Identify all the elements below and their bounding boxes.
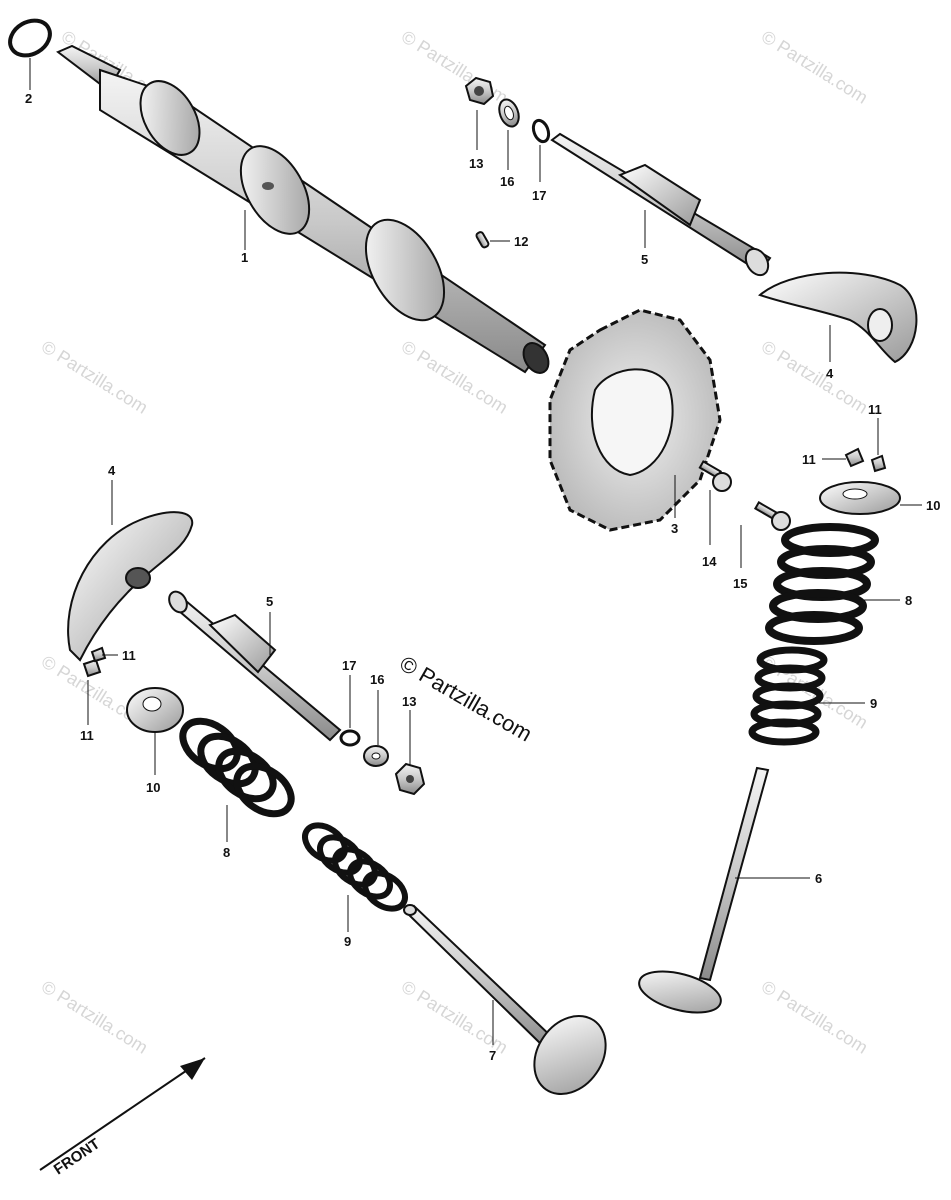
outer-valve-spring-part-left[interactable] <box>174 711 300 823</box>
watermark-text: © Partzilla.com <box>758 26 871 107</box>
front-direction-arrow: FRONT <box>39 1057 206 1178</box>
valve-cotter-part-right[interactable] <box>844 447 887 473</box>
camshaft-part[interactable] <box>56 44 554 377</box>
callout-5-left: 5 <box>266 594 273 609</box>
callout-10-left: 10 <box>146 780 160 795</box>
callout-labels: 2 1 13 16 17 12 5 4 11 11 10 3 14 15 8 9… <box>25 91 940 1063</box>
lock-washer-part-left[interactable] <box>339 729 361 747</box>
callout-8-right: 8 <box>905 593 912 608</box>
callout-11-left-upper: 11 <box>122 648 136 663</box>
bolt-part-14[interactable] <box>698 460 732 492</box>
rocker-arm-shaft-part-left[interactable] <box>166 588 342 742</box>
exhaust-valve-part[interactable] <box>635 766 770 1020</box>
valve-cotter-part-left[interactable] <box>82 646 107 678</box>
spring-retainer-part-left[interactable] <box>126 687 184 733</box>
callout-3: 3 <box>671 521 678 536</box>
callout-6: 6 <box>815 871 822 886</box>
cam-sprocket-part[interactable] <box>548 308 722 532</box>
watermark-text: © Partzilla.com <box>38 976 151 1057</box>
watermark-text: © Partzilla.com <box>758 336 871 417</box>
callout-11-right: 11 <box>802 452 816 467</box>
callout-16-top: 16 <box>500 174 514 189</box>
callout-13-left: 13 <box>402 694 416 709</box>
callout-17-top: 17 <box>532 188 546 203</box>
bolt-part-15[interactable] <box>753 501 791 531</box>
spring-retainer-part-right[interactable] <box>819 481 901 515</box>
callout-12: 12 <box>514 234 528 249</box>
rocker-arm-shaft-part-top[interactable] <box>550 132 773 279</box>
outer-valve-spring-part-right[interactable] <box>765 523 879 645</box>
inner-valve-spring-part-right[interactable] <box>748 646 828 746</box>
callout-11-top: 11 <box>868 402 882 417</box>
callout-8-left: 8 <box>223 845 230 860</box>
leader-lines <box>29 58 922 1045</box>
nut-part-left[interactable] <box>394 762 426 796</box>
callout-1: 1 <box>241 250 248 265</box>
callout-10-right: 10 <box>926 498 940 513</box>
intake-valve-part[interactable] <box>403 904 620 1108</box>
callout-15: 15 <box>733 576 747 591</box>
callout-14: 14 <box>702 554 717 569</box>
dowel-pin-part[interactable] <box>475 231 490 249</box>
callout-4-left: 4 <box>108 463 116 478</box>
callout-17-left: 17 <box>342 658 356 673</box>
callout-4-top: 4 <box>826 366 834 381</box>
callout-2: 2 <box>25 91 32 106</box>
washer-part-left[interactable] <box>363 745 389 767</box>
rocker-arm-part-top[interactable] <box>757 271 918 364</box>
washer-part-top[interactable] <box>496 97 522 129</box>
callout-5-top: 5 <box>641 252 648 267</box>
nut-part-top[interactable] <box>464 76 495 106</box>
watermark-text: © Partzilla.com <box>398 26 511 107</box>
callout-9-right: 9 <box>870 696 877 711</box>
callout-11-left-lower: 11 <box>80 728 94 743</box>
callout-7: 7 <box>489 1048 496 1063</box>
center-watermark: © Partzilla.com <box>396 651 537 747</box>
watermark-text: © Partzilla.com <box>38 336 151 417</box>
o-ring-part[interactable] <box>4 14 56 63</box>
inner-valve-spring-part-left[interactable] <box>298 818 411 916</box>
lock-washer-part-top[interactable] <box>531 118 552 144</box>
rocker-arm-part-left[interactable] <box>67 511 194 662</box>
watermark-text: © Partzilla.com <box>758 976 871 1057</box>
callout-9-left: 9 <box>344 934 351 949</box>
callout-16-left: 16 <box>370 672 384 687</box>
callout-13-top: 13 <box>469 156 483 171</box>
